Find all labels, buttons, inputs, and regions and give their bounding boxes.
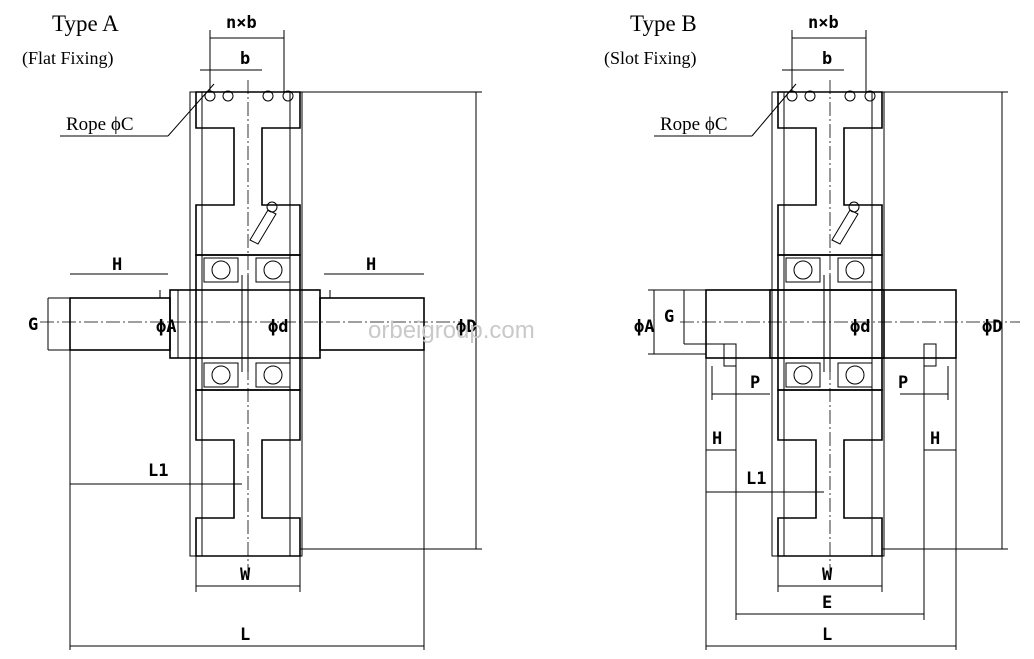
type-b-label-b: b [822,49,832,69]
type-a-label-l: L [240,625,250,645]
type-b-label-phia: ϕA [634,317,654,337]
type-a-label-h-right: H [366,255,376,275]
type-b-label-phid-outer: ϕD [982,317,1002,337]
type-b-label-w: W [822,565,833,585]
type-b-dimensions: n×b b ϕA G ϕd ϕD P [634,13,1008,650]
type-a-label-phid: ϕd [268,317,288,337]
type-b-label-h-right: H [930,429,940,449]
type-a-drawing: Type A (Flat Fixing) Rope ϕC [22,11,482,650]
watermark-text: orbeigroup.com [368,317,535,344]
type-a-shaft [40,80,460,580]
type-a-label-l1: L1 [148,461,168,481]
type-a-wheel [189,90,303,557]
type-b-drawing: Type B (Slot Fixing) Rope ϕC [604,11,1020,650]
type-b-label-phid: ϕd [850,317,870,337]
type-b-title: Type B [630,11,697,36]
type-a-label-phid-outer: ϕD [456,317,476,337]
type-a-dimensions: n×b b H H G ϕA ϕd [28,13,482,650]
type-a-label-g: G [28,315,38,335]
type-a-label-w: W [240,565,251,585]
type-b-label-p-left: P [750,373,760,393]
type-b-label-l: L [822,625,832,645]
type-a-rope-label: Rope ϕC [66,114,134,135]
type-a-subtitle: (Flat Fixing) [22,48,114,69]
type-a-label-h-left: H [112,255,122,275]
type-b-label-l1: L1 [746,469,766,489]
type-b-label-h-left: H [712,429,722,449]
type-a-label-nb: n×b [226,13,257,33]
type-b-shaft [680,80,1020,580]
type-b-subtitle: (Slot Fixing) [604,48,697,69]
type-a-label-phia: ϕA [156,317,176,337]
type-b-label-e: E [822,593,832,613]
type-a-label-b: b [240,49,250,69]
type-b-label-nb: n×b [808,13,839,33]
type-b-rope-label: Rope ϕC [660,114,728,135]
type-a-title: Type A [52,11,119,36]
type-b-label-g: G [664,307,674,327]
type-b-label-p-right: P [898,373,908,393]
